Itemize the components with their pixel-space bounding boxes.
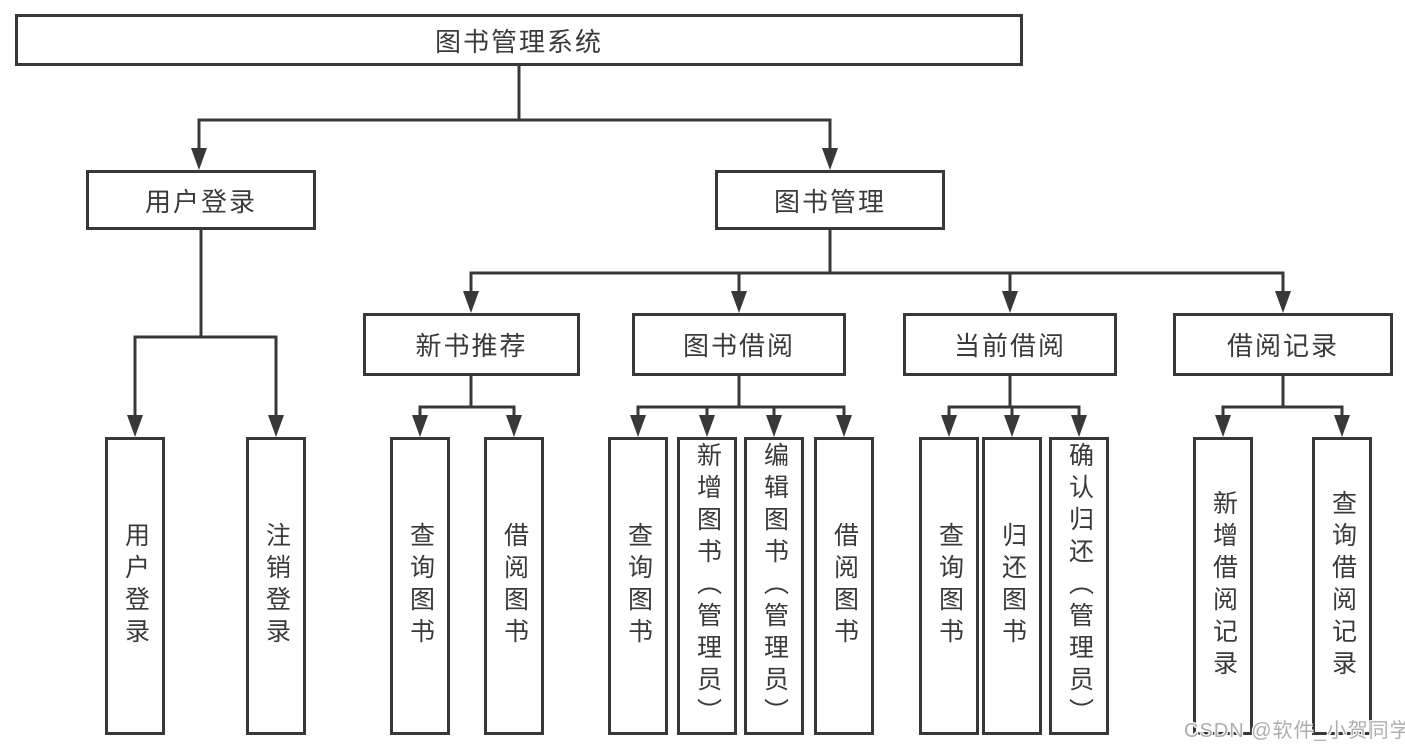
connector-new-book-to-leaves xyxy=(418,374,516,423)
node-label: 新书推荐 xyxy=(415,331,528,361)
node-leaf-add-books-admin: 新增图书（管理员） xyxy=(677,437,737,735)
node-label: 用户登录 xyxy=(121,522,150,650)
node-leaf-confirm-return-admin: 确认归还（管理员） xyxy=(1049,437,1109,735)
watermark: CSDN @软件_小贺同学 xyxy=(1184,720,1405,742)
node-leaf-query-books-current: 查询图书 xyxy=(919,437,979,735)
connector-current-borrowing-to-leaves xyxy=(947,374,1081,423)
node-new-book-recommend: 新书推荐 xyxy=(363,313,580,376)
arrow-down-icon xyxy=(1215,415,1231,437)
connector-user-login-to-leaves xyxy=(133,228,278,421)
node-label: 确认归还（管理员） xyxy=(1065,442,1094,730)
node-label: 借阅图书 xyxy=(830,522,859,650)
node-label: 查询借阅记录 xyxy=(1328,490,1357,682)
arrow-down-icon xyxy=(941,415,957,437)
node-leaf-logout: 注销登录 xyxy=(246,437,306,735)
node-label: 编辑图书（管理员） xyxy=(760,442,789,730)
arrow-down-icon xyxy=(268,415,284,437)
node-current-borrowing: 当前借阅 xyxy=(903,313,1117,376)
node-leaf-query-books-borrowing: 查询图书 xyxy=(608,437,668,735)
connector-book-borrowing-to-leaves xyxy=(636,374,846,423)
node-label: 图书借阅 xyxy=(682,331,795,361)
node-label: 注销登录 xyxy=(262,522,291,650)
arrow-down-icon xyxy=(191,148,207,170)
arrow-down-icon xyxy=(1071,415,1087,437)
arrow-down-icon xyxy=(822,148,838,170)
connector-root-to-level2 xyxy=(197,64,832,154)
arrow-down-icon xyxy=(127,415,143,437)
arrow-down-icon xyxy=(731,291,747,313)
node-label: 新增借阅记录 xyxy=(1209,490,1238,682)
node-leaf-borrow-books: 借阅图书 xyxy=(814,437,874,735)
arrow-down-icon xyxy=(766,415,782,437)
node-leaf-borrow-books-recommend: 借阅图书 xyxy=(484,437,544,735)
node-leaf-query-books-recommend: 查询图书 xyxy=(390,437,450,735)
node-leaf-add-borrow-record: 新增借阅记录 xyxy=(1193,437,1253,735)
arrow-down-icon xyxy=(1275,291,1291,313)
node-label: 新增图书（管理员） xyxy=(693,442,722,730)
node-book-borrowing: 图书借阅 xyxy=(632,313,846,376)
node-user-login: 用户登录 xyxy=(86,170,316,230)
arrow-down-icon xyxy=(1004,415,1020,437)
arrow-down-icon xyxy=(630,415,646,437)
node-label: 当前借阅 xyxy=(953,331,1066,361)
node-label: 归还图书 xyxy=(998,522,1027,650)
connector-borrowing-records-to-leaves xyxy=(1221,374,1344,423)
arrow-down-icon xyxy=(699,415,715,437)
arrow-down-icon xyxy=(506,415,522,437)
node-label: 查询图书 xyxy=(406,522,435,650)
arrow-down-icon xyxy=(463,291,479,313)
node-book-management: 图书管理 xyxy=(715,170,945,230)
node-label: 用户登录 xyxy=(144,186,257,217)
node-label: 查询图书 xyxy=(624,522,653,650)
node-leaf-return-books: 归还图书 xyxy=(982,437,1042,735)
connector-book-management-to-level3 xyxy=(469,228,1285,297)
node-label: 借阅记录 xyxy=(1226,331,1339,361)
node-label: 查询图书 xyxy=(935,522,964,650)
node-borrowing-records: 借阅记录 xyxy=(1173,313,1393,376)
node-library-management-system: 图书管理系统 xyxy=(15,14,1023,66)
arrowheads xyxy=(127,148,1350,437)
arrow-down-icon xyxy=(412,415,428,437)
node-label: 借阅图书 xyxy=(500,522,529,650)
arrow-down-icon xyxy=(1334,415,1350,437)
arrow-down-icon xyxy=(836,415,852,437)
node-label: 图书管理 xyxy=(773,186,886,217)
node-label: 图书管理系统 xyxy=(434,26,603,57)
node-leaf-query-borrow-record: 查询借阅记录 xyxy=(1312,437,1372,735)
node-leaf-edit-books-admin: 编辑图书（管理员） xyxy=(744,437,804,735)
arrow-down-icon xyxy=(1002,291,1018,313)
node-leaf-user-login: 用户登录 xyxy=(105,437,165,735)
